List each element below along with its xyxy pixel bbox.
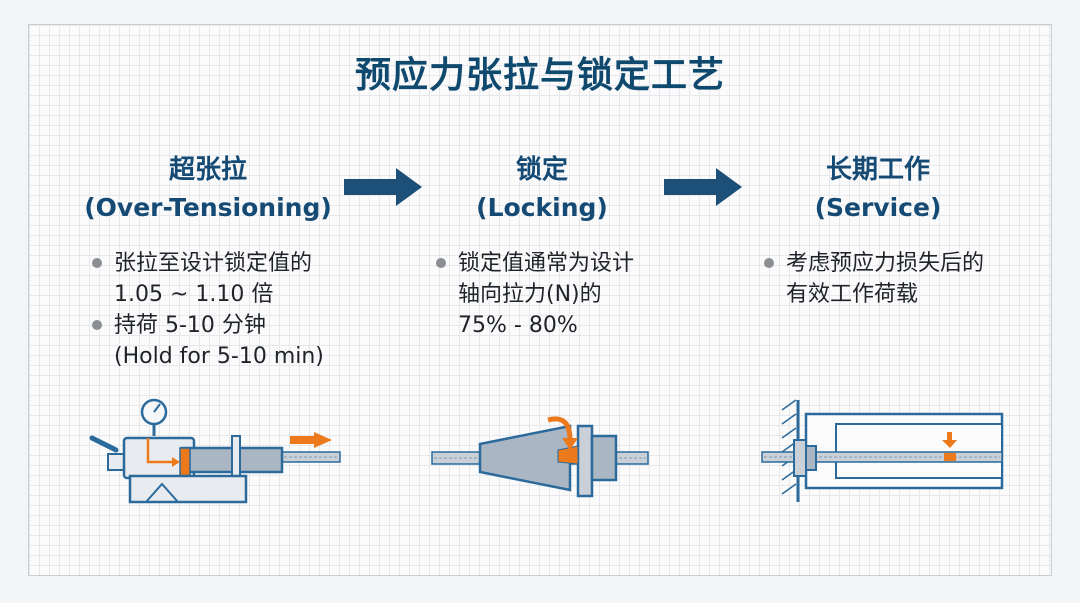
stage-heading-over-tensioning: 超张拉 (Over-Tensioning) <box>58 152 358 226</box>
bullet-dot <box>92 320 102 330</box>
list-item: 考虑预应力损失后的 有效工作荷载 <box>760 248 984 310</box>
list-item: 张拉至设计锁定值的 1.05 ~ 1.10 倍 <box>88 248 324 310</box>
stage-heading-locking: 锁定 (Locking) <box>392 152 692 226</box>
bullet-list-service: 考虑预应力损失后的 有效工作荷载 <box>760 248 984 310</box>
wedge-anchor-icon <box>431 416 649 498</box>
bullet-list-over-tensioning: 张拉至设计锁定值的 1.05 ~ 1.10 倍 持荷 5-10 分钟 (Hold… <box>88 248 324 372</box>
right-arrow-icon <box>664 168 742 206</box>
list-item: 持荷 5-10 分钟 (Hold for 5-10 min) <box>88 310 324 372</box>
bullet-dot <box>764 258 774 268</box>
anchored-tendon-icon <box>761 399 1004 502</box>
stage-title-en: (Service) <box>814 193 942 222</box>
bullet-dot <box>92 258 102 268</box>
page-title: 预应力张拉与锁定工艺 <box>354 55 725 96</box>
bullet-dot <box>436 258 446 268</box>
bullet-list-locking: 锁定值通常为设计 轴向拉力(N)的 75% - 80% <box>432 248 634 341</box>
stage-title-zh: 长期工作 <box>825 155 930 185</box>
stage-title-zh: 锁定 <box>515 155 568 185</box>
right-arrow-icon <box>344 168 422 206</box>
hydraulic-jack-icon <box>89 398 341 504</box>
stage-title-en: (Over-Tensioning) <box>84 193 332 222</box>
stage-title-en: (Locking) <box>476 193 608 222</box>
list-item: 锁定值通常为设计 轴向拉力(N)的 75% - 80% <box>432 248 634 341</box>
stage-heading-service: 长期工作 (Service) <box>728 152 1028 226</box>
stage-title-zh: 超张拉 <box>168 155 247 185</box>
